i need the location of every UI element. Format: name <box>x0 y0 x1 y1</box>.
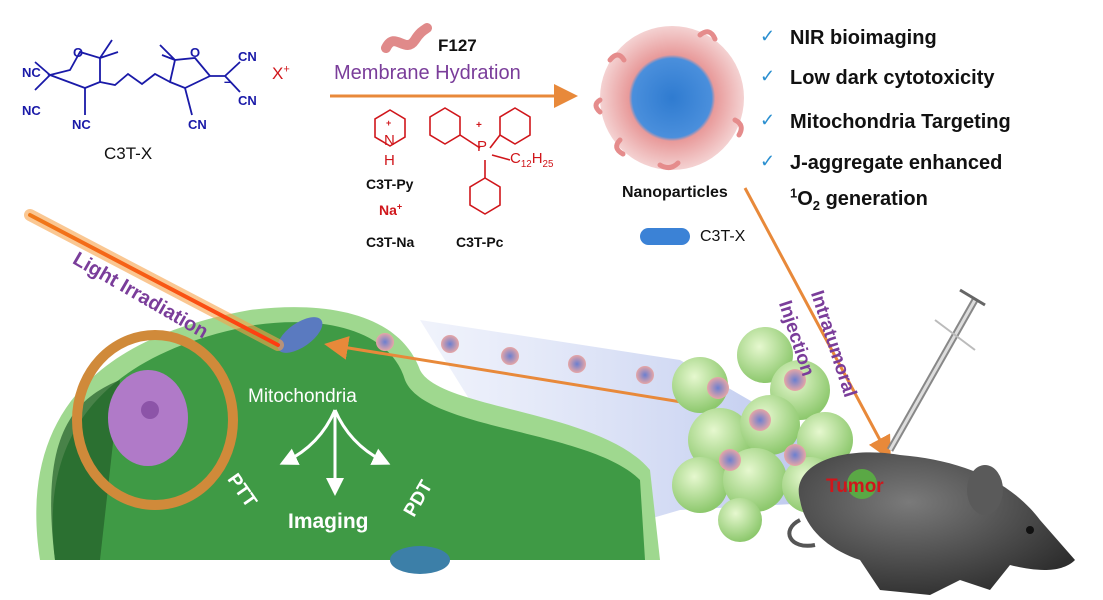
cation-name-pc: C3T-Pc <box>456 234 504 250</box>
injection-arrow <box>743 187 891 461</box>
molecule-name: C3T-X <box>104 144 153 163</box>
feature-item: NIR bioimaging <box>790 27 937 49</box>
feature-item: Low dark cytotoxicity <box>790 67 995 89</box>
c3t-x-structure <box>34 39 241 116</box>
pyridinium-charge: + <box>386 118 392 128</box>
uptake-arrow <box>324 336 701 407</box>
check-icon: ✓ <box>760 110 776 130</box>
feature-item: Mitochondria Targeting <box>790 111 1011 133</box>
phosphonium-p: P <box>477 138 488 155</box>
process-step-label: Membrane Hydration <box>334 62 521 84</box>
syringe-icon <box>886 288 986 452</box>
phosphonium-charge: + <box>476 120 482 131</box>
nanoparticle-sphere <box>600 26 744 170</box>
check-icon: ✓ <box>760 66 776 86</box>
tumor-label: Tumor <box>826 476 884 497</box>
pyridinium-structure <box>374 109 406 147</box>
nanoparticles-in-transit <box>376 333 654 384</box>
nanoparticles-label: Nanoparticles <box>622 184 728 201</box>
polymer-label: F127 <box>438 36 477 55</box>
outcome-arrows <box>279 409 391 496</box>
nanoparticle-corona <box>593 29 744 171</box>
endoplasmic-reticulum <box>72 330 238 510</box>
counter-ion: X+ <box>272 63 290 83</box>
imaging-label: Imaging <box>288 510 369 533</box>
legend-c3t-x: C3T-X <box>700 228 746 245</box>
nc-label: NC <box>22 103 41 118</box>
feature-item: 1O2 generation <box>790 185 928 213</box>
mitochondrion <box>277 317 323 353</box>
f127-polymer-icon <box>381 23 432 53</box>
cn-label: CN <box>188 117 207 132</box>
cn-label: CN <box>238 49 257 64</box>
mitochondria-label: Mitochondria <box>248 386 357 407</box>
sodium-ion: Na+ <box>379 201 403 218</box>
tumor-site <box>847 469 877 499</box>
cn-label: CN <box>238 93 257 108</box>
nc-label: NC <box>22 65 41 80</box>
check-icon: ✓ <box>760 151 776 171</box>
nc-label: NC <box>72 117 91 132</box>
c3t-x-legend-pill <box>640 228 690 245</box>
alkyl-chain: C12H25 <box>510 150 554 170</box>
mouse-icon <box>787 452 1075 595</box>
cation-name-py: C3T-Py <box>366 176 414 192</box>
pyridinium-h: H <box>384 152 395 169</box>
anion-charge: – <box>224 73 232 89</box>
check-icon: ✓ <box>760 26 776 46</box>
pyridinium-n: N <box>384 132 395 149</box>
oxygen-label: O <box>73 45 84 60</box>
oxygen-label: O <box>190 45 201 60</box>
cation-name-na: C3T-Na <box>366 234 415 250</box>
phosphonium-structure <box>429 107 531 215</box>
feature-item: J-aggregate enhanced <box>790 152 1003 174</box>
